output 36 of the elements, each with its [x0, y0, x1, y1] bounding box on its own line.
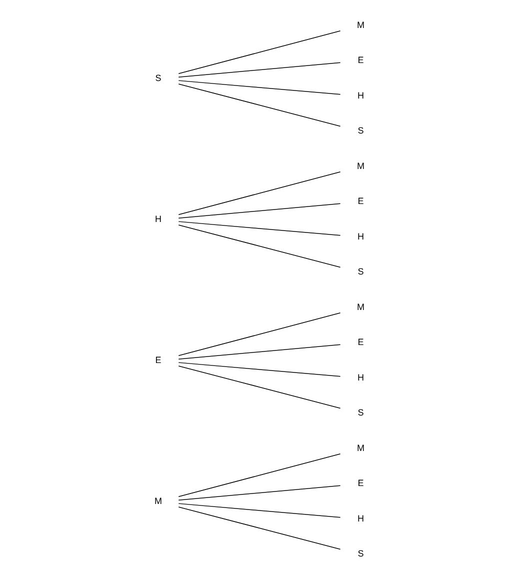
connector [178, 62, 341, 78]
node-text: E [358, 478, 364, 488]
connector [178, 344, 341, 360]
node-text: S [358, 408, 364, 418]
connector [178, 362, 341, 377]
connector [178, 203, 341, 218]
node-text: H [155, 214, 162, 224]
node-text: E [358, 55, 364, 66]
node-text: H [358, 231, 364, 242]
node-text: H [358, 372, 364, 382]
node-text: S [155, 73, 162, 84]
connector [178, 366, 341, 409]
connector [178, 485, 341, 500]
node-text: E [358, 337, 364, 348]
connector [178, 312, 341, 356]
node-text: E [358, 196, 364, 206]
connector [178, 171, 341, 216]
node-text: S [358, 548, 364, 559]
node-text: S [358, 126, 364, 136]
node-text: M [357, 302, 364, 312]
node-text: M [357, 442, 364, 453]
node-text: M [154, 496, 162, 506]
node-text: S [358, 266, 364, 277]
connector [178, 84, 341, 127]
connector [178, 221, 341, 236]
node-text: H [358, 513, 364, 524]
connector [178, 80, 341, 95]
node-text: M [357, 20, 364, 30]
connector [178, 224, 341, 268]
connector [178, 503, 341, 518]
node-text: E [155, 355, 162, 366]
connector [178, 30, 341, 74]
connector [178, 453, 341, 498]
node-text: M [357, 160, 364, 171]
connector [178, 506, 341, 550]
node-text: H [358, 90, 364, 100]
